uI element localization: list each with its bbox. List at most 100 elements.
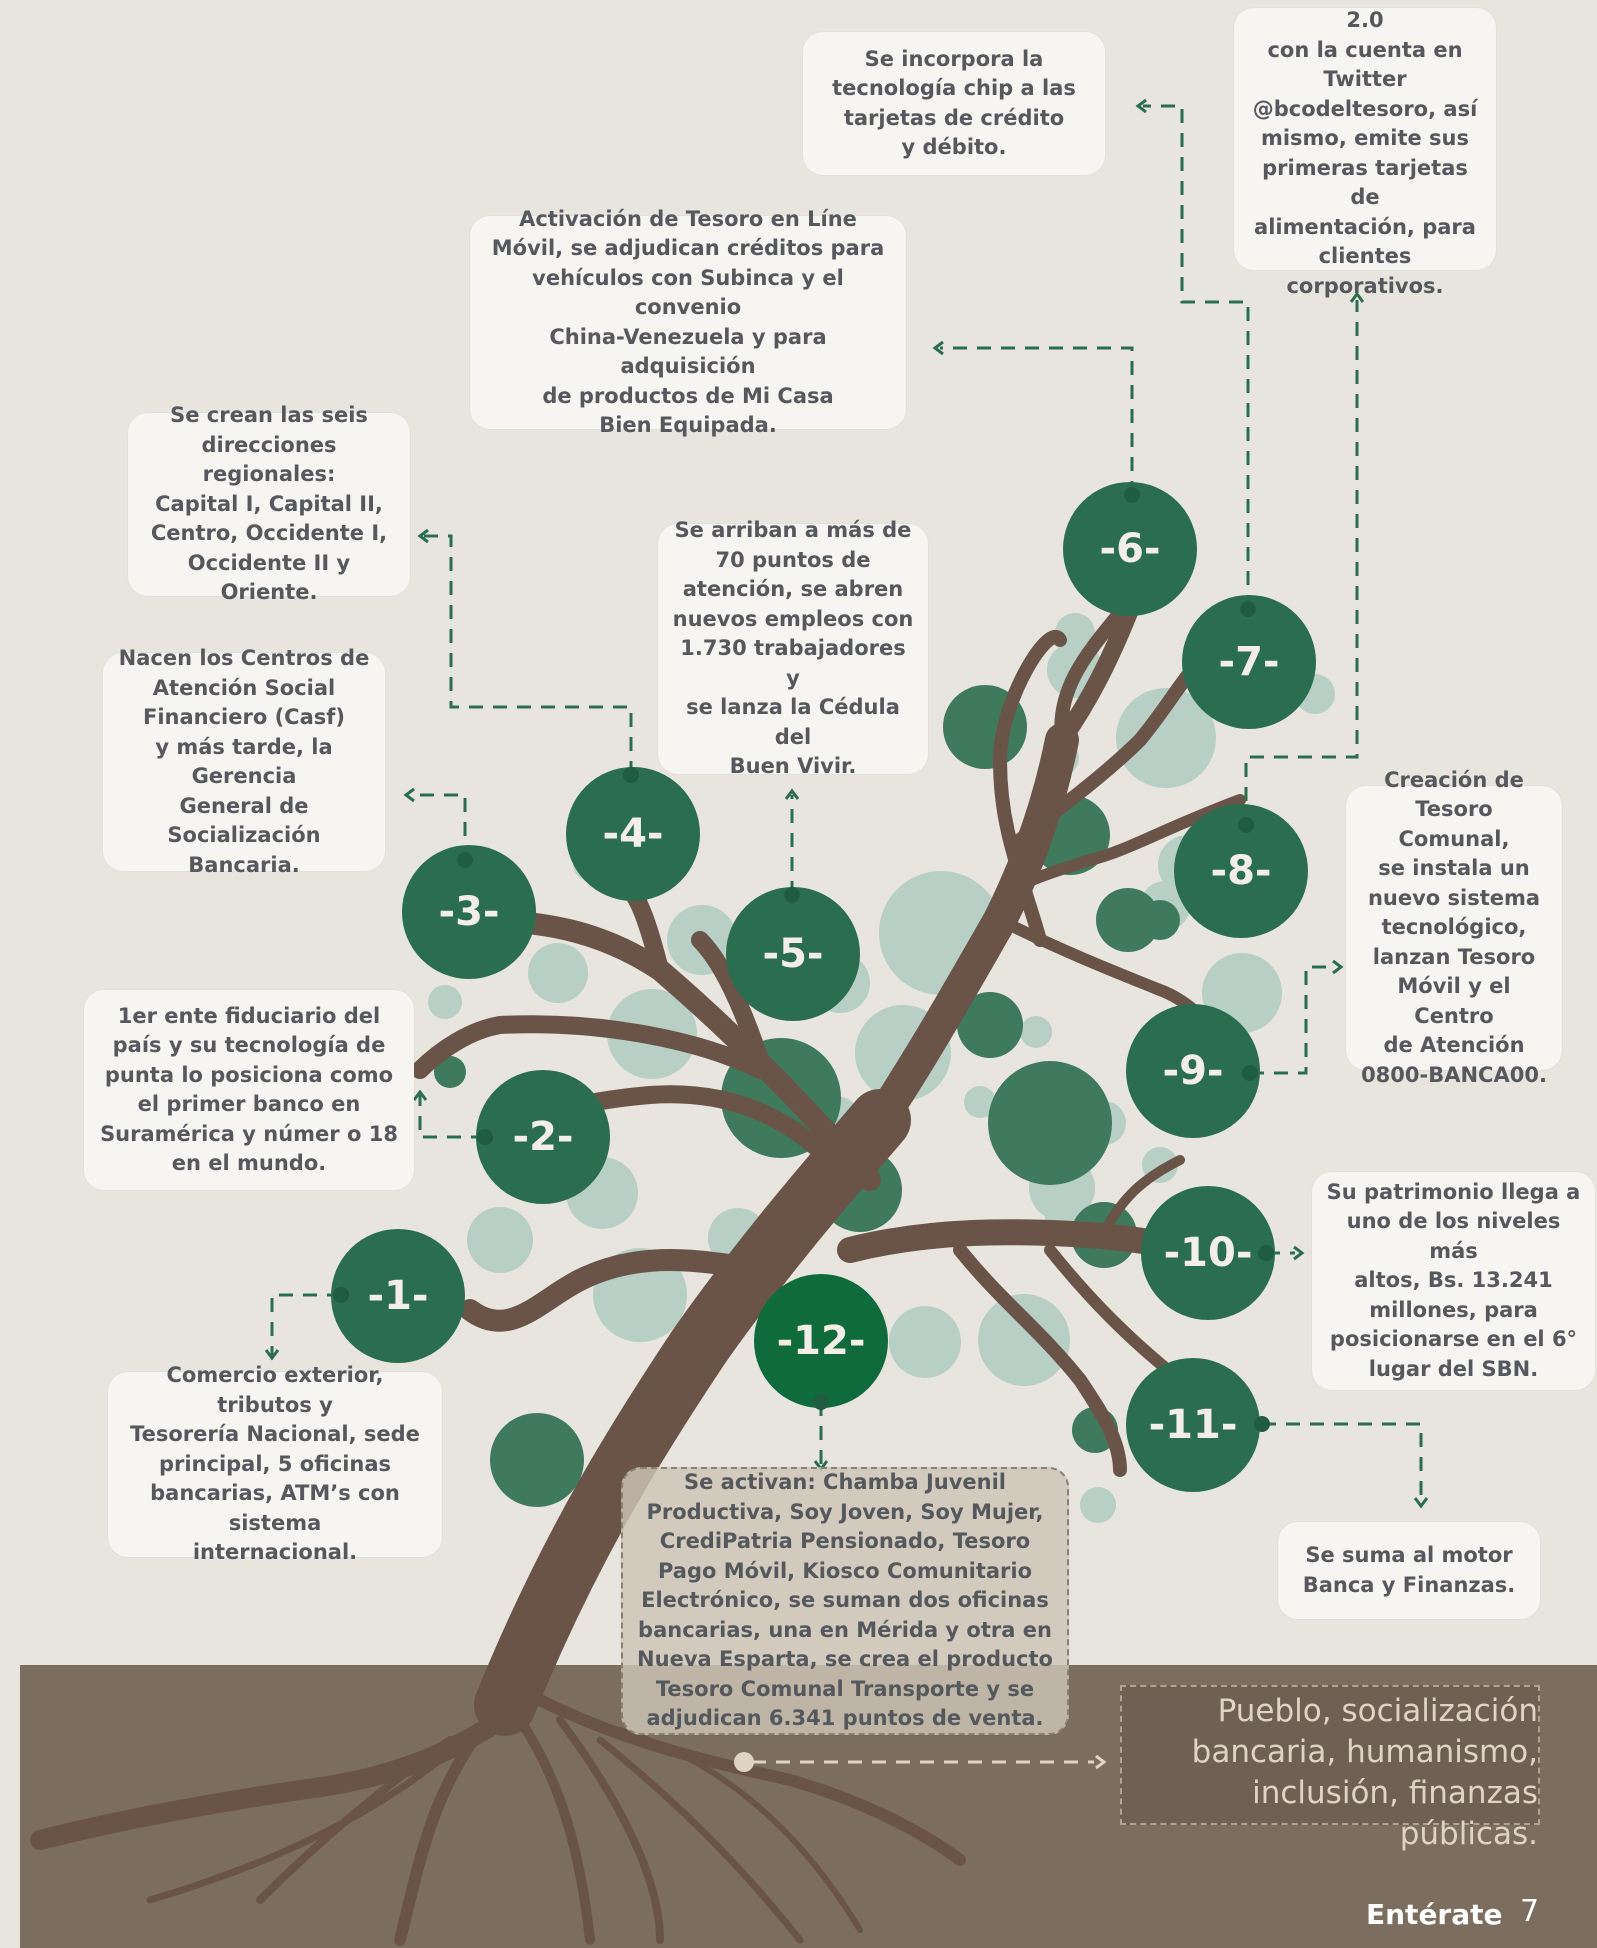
node-circle-7: [1182, 595, 1316, 729]
milestone-text-2: 1er ente fiduciario del país y su tecnol…: [100, 1003, 398, 1176]
milestone-box-12: Se activan: Chamba Juvenil Productiva, S…: [621, 1467, 1069, 1735]
connector-7: [1143, 104, 1250, 609]
leaf-circle-dark: [490, 1413, 584, 1507]
milestone-text-5: Se arriban a más de 70 puntos de atenció…: [672, 518, 914, 779]
node-circle-3: [402, 845, 536, 979]
milestone-box-1: Comercio exterior, tributos y Tesorería …: [108, 1363, 442, 1564]
connector-dot-icon: [477, 1129, 493, 1145]
node-label-6: -6-: [1099, 526, 1161, 572]
leaf-circle: [467, 1207, 533, 1273]
root: [30, 1710, 510, 1850]
connector-dot-icon: [457, 852, 473, 868]
connector-1: [270, 1293, 341, 1355]
root: [534, 1694, 966, 1866]
node-label-12: -12-: [776, 1318, 866, 1364]
leaf-circle: [537, 950, 577, 990]
connector-dot-icon: [1238, 817, 1254, 833]
node-circle-2: [476, 1070, 610, 1204]
arrow-head-icon: [1293, 1245, 1305, 1261]
milestone-text-12: Se activan: Chamba Juvenil Productiva, S…: [631, 1468, 1059, 1734]
root: [515, 1715, 595, 1945]
branch: [411, 1015, 769, 1079]
milestone-text-8: Se suma a la red 2.0 con la cuenta en Tw…: [1252, 0, 1478, 298]
branch: [953, 1243, 1127, 1477]
leaf-circle-dark: [434, 1056, 466, 1088]
milestone-box-10: Su patrimonio llega a uno de los niveles…: [1312, 1172, 1595, 1390]
leaf-circle: [1116, 688, 1216, 788]
leaf-circle: [1080, 1487, 1116, 1523]
connector-6: [940, 346, 1134, 495]
node-label-4: -4-: [602, 811, 664, 857]
milestone-box-9: Creación de Tesoro Comunal, se instala u…: [1346, 768, 1562, 1087]
connector-11: [1262, 1422, 1423, 1502]
arrow-head-icon: [1095, 1754, 1107, 1770]
arrow-head-icon: [1332, 959, 1344, 975]
node-circle-5: [726, 887, 860, 1021]
milestone-box-5: Se arriban a más de 70 puntos de atenció…: [658, 518, 928, 778]
leaf-circle-dark: [988, 1061, 1112, 1185]
connector-dot-icon: [1258, 1245, 1274, 1261]
connector-8: [1244, 300, 1359, 825]
leaf-circle: [1020, 1016, 1052, 1048]
milestone-box-2: 1er ente fiduciario del país y su tecnol…: [84, 990, 414, 1190]
connector-9: [1250, 965, 1335, 1075]
node-label-2: -2-: [512, 1114, 574, 1160]
arrow-head-icon: [264, 1349, 280, 1361]
branch: [1013, 653, 1207, 847]
connector-dot-icon: [1124, 487, 1140, 503]
connector-dot-icon: [1240, 601, 1256, 617]
leaf-circle: [964, 1086, 996, 1118]
node-label-8: -8-: [1210, 848, 1272, 894]
connector-dot-icon: [1254, 1416, 1270, 1432]
slogan-text: Pueblo, socialización bancaria, humanism…: [1191, 1693, 1538, 1852]
root: [617, 1727, 863, 1933]
node-label-5: -5-: [762, 931, 824, 977]
node-circle-8: [1174, 804, 1308, 938]
arrow-head-icon: [784, 788, 800, 800]
milestone-text-1: Comercio exterior, tributos y Tesorería …: [130, 1363, 420, 1565]
milestone-box-6: Activación de Tesoro en Líne Móvil, se a…: [470, 207, 906, 437]
leaf-circle-dark: [957, 992, 1023, 1058]
connector-dot-icon: [1242, 1065, 1258, 1081]
slogan-box: Pueblo, socialización bancaria, humanism…: [1120, 1685, 1540, 1852]
arrow-head-icon: [412, 1089, 428, 1101]
milestone-text-4: Se crean las seis direcciones regionales…: [150, 403, 388, 605]
leaf-circle: [889, 1306, 961, 1378]
node-label-9: -9-: [1162, 1048, 1224, 1094]
branch: [1095, 1155, 1185, 1245]
leaf-circle: [978, 1294, 1070, 1386]
root-dot-icon: [734, 1752, 754, 1772]
trunk: [474, 1089, 911, 1736]
arrow-head-icon: [403, 787, 415, 803]
branch: [1053, 601, 1139, 749]
branch: [691, 931, 769, 1069]
milestone-text-3: Nacen los Centros de Atención Social Fin…: [118, 646, 370, 877]
connector-3: [410, 793, 467, 860]
milestone-text-9: Creación de Tesoro Comunal, se instala u…: [1361, 767, 1547, 1087]
connector-4: [424, 534, 633, 775]
node-label-10: -10-: [1163, 1230, 1253, 1276]
root: [596, 1736, 804, 1944]
arrow-head-icon: [1413, 1497, 1429, 1509]
node-label-3: -3-: [438, 889, 500, 935]
milestone-box-3: Nacen los Centros de Atención Social Fin…: [103, 646, 385, 877]
milestone-text-11: Se suma al motor Banca y Finanzas.: [1302, 1543, 1516, 1597]
node-circle-1: [331, 1229, 465, 1363]
milestone-text-7: Se incorpora la tecnología chip a las ta…: [832, 46, 1076, 160]
node-circle-10: [1141, 1186, 1275, 1320]
milestone-box-8: Se suma a la red 2.0 con la cuenta en Tw…: [1234, 0, 1496, 298]
leaf-circle-dark: [1140, 900, 1180, 940]
node-circle-4: [566, 767, 700, 901]
leaf-circle-dark: [1096, 888, 1160, 952]
node-circle-9: [1126, 1004, 1260, 1138]
milestone-text-6: Activación de Tesoro en Líne Móvil, se a…: [491, 206, 885, 438]
node-circle-11: [1126, 1358, 1260, 1492]
node-label-11: -11-: [1148, 1402, 1238, 1448]
footer-brand: Entérate: [1366, 1898, 1503, 1931]
milestone-text-10: Su patrimonio llega a uno de los niveles…: [1326, 1179, 1581, 1381]
milestone-box-4: Se crean las seis direcciones regionales…: [128, 403, 410, 604]
branch: [459, 1249, 771, 1332]
root: [394, 1724, 486, 1946]
